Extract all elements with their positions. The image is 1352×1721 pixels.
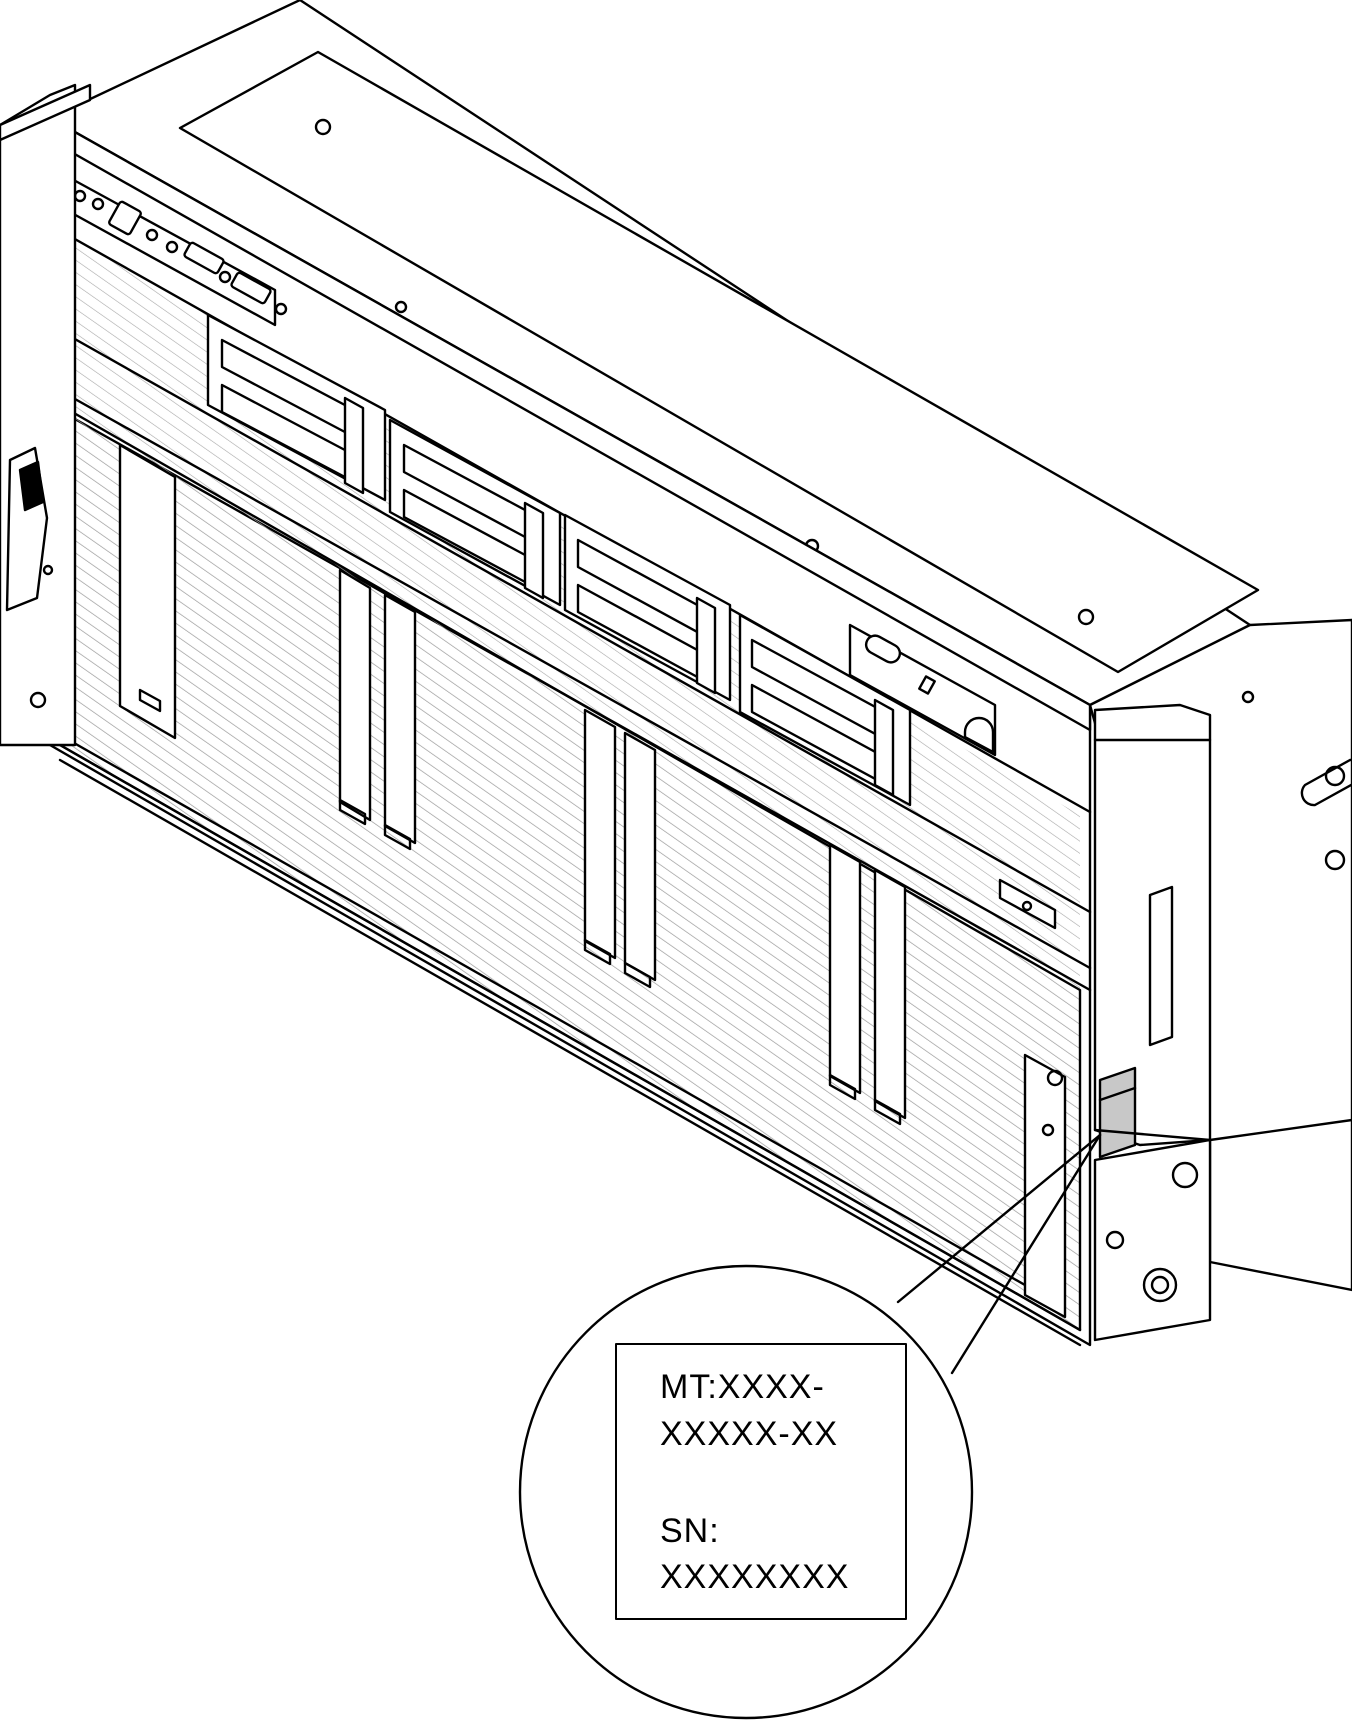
callout-circle — [518, 1264, 974, 1720]
serial-label: MT:XXXX- XXXXX-XX SN: XXXXXXXX — [660, 1368, 849, 1596]
right-rack-handle — [1093, 703, 1212, 1342]
machine-type-line-2: XXXXX-XX — [660, 1415, 838, 1453]
optical-drive — [848, 623, 997, 757]
drive-group-1 — [206, 313, 387, 502]
front-io-panel — [68, 176, 288, 327]
drive-bays — [206, 313, 912, 807]
serial-number-line-2: XXXXXXXX — [660, 1558, 849, 1596]
drive-group-2 — [388, 418, 562, 607]
left-rack-handle — [0, 83, 92, 747]
drive-group-3 — [563, 513, 732, 702]
callout-pointer — [896, 1133, 1102, 1375]
serial-number-line-1: SN: — [660, 1512, 720, 1550]
machine-type-line-1: MT:XXXX- — [660, 1368, 825, 1406]
drive-group-4 — [738, 613, 912, 807]
lower-bay — [58, 403, 1082, 1347]
top-cover — [48, 0, 1260, 707]
